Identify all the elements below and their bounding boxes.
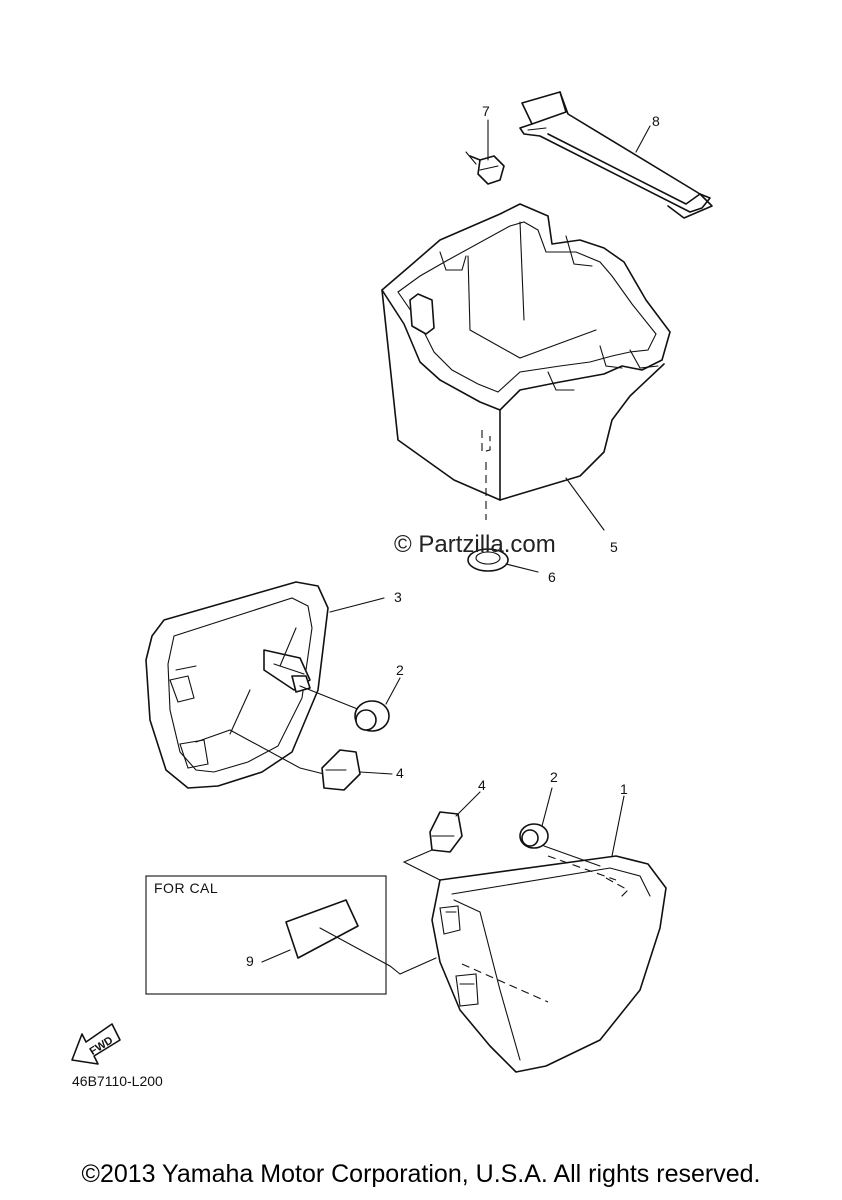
callout-6: 6	[548, 569, 556, 585]
bolt-part-7	[465, 151, 505, 185]
callout-9: 9	[246, 953, 254, 969]
callout-2-bottom: 2	[550, 769, 558, 785]
callout-4-left: 4	[396, 765, 404, 781]
watermark-text: © Partzilla.com	[394, 531, 556, 558]
callout-5: 5	[610, 539, 618, 555]
clip-part-4b	[429, 811, 463, 853]
callout-4-right: 4	[478, 777, 486, 793]
callout-1: 1	[620, 781, 628, 797]
inset-label: FOR CAL	[154, 880, 218, 896]
callout-8: 8	[652, 113, 660, 129]
inset-box: FOR CAL	[145, 875, 401, 995]
diagram-code: 46B7110-L200	[72, 1073, 163, 1089]
callout-2-top: 2	[396, 662, 404, 678]
fwd-arrow-icon: FWD	[71, 1023, 121, 1065]
grommet-part-2b	[519, 823, 549, 849]
damper-part-6	[467, 548, 509, 572]
battery-band-part-8	[519, 91, 713, 219]
callout-3: 3	[394, 589, 402, 605]
side-cover-part-1	[399, 845, 667, 1073]
leader-lines	[329, 119, 651, 857]
battery-box-part-5	[381, 203, 671, 520]
grommet-part-2a	[354, 700, 390, 732]
callouts: 7 8 5 6 3 2 4 4 2 1 9	[246, 103, 660, 969]
callout-7: 7	[482, 103, 490, 119]
copyright-notice: ©2013 Yamaha Motor Corporation, U.S.A. A…	[81, 1160, 761, 1188]
clip-part-4a	[321, 749, 361, 791]
side-cover-part-3	[145, 581, 361, 789]
